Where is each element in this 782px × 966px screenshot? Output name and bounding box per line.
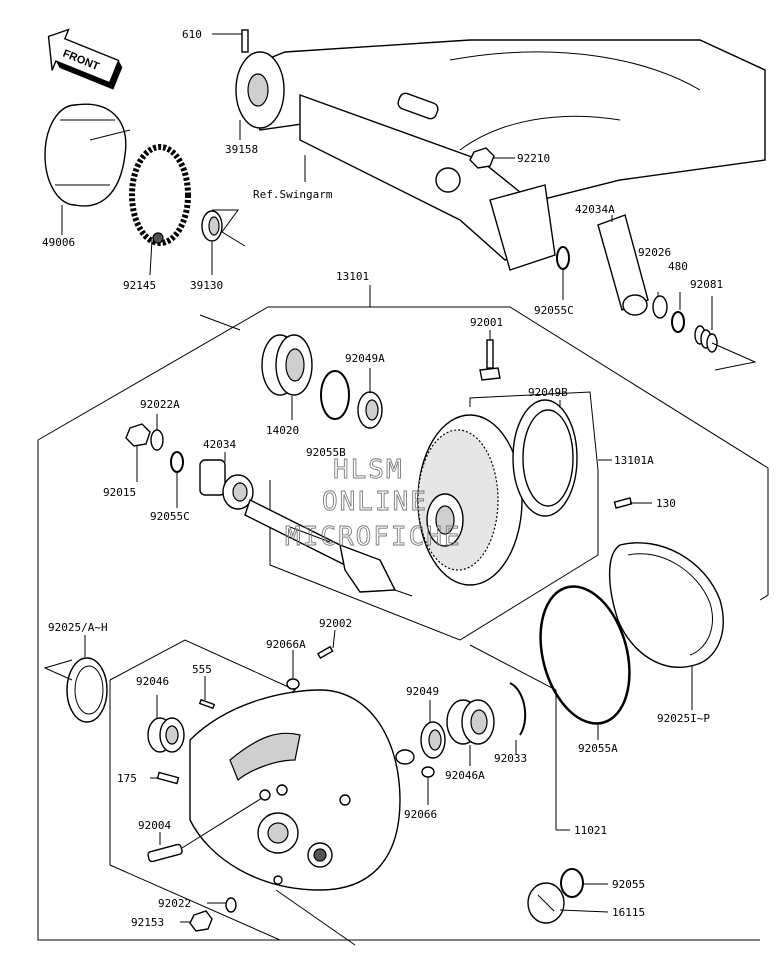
part-ring-gear (417, 414, 523, 586)
leader-lines (239, 120, 612, 946)
part-92049B-seal (512, 399, 578, 517)
part-555-pin (198, 676, 216, 710)
part-92025AH-shim (43, 635, 108, 723)
label-92055B: 92055B (306, 446, 346, 459)
label-92015: 92015 (103, 486, 136, 499)
part-14020-housing (261, 334, 313, 420)
label-92001: 92001 (470, 316, 503, 329)
label-16115: 16115 (612, 906, 645, 919)
watermark: HLSM ONLINE MICROFICHE (285, 455, 462, 553)
part-42034-pinion-bearing (199, 452, 254, 510)
label-92055A: 92055A (578, 742, 618, 755)
part-92022A-washer (150, 414, 164, 451)
label-13101: 13101 (336, 270, 369, 283)
part-labels: Ref.Swingarm 610 39158 92210 49006 92145… (42, 28, 723, 929)
part-92055C-oring-mid (170, 451, 184, 508)
label-39130: 39130 (190, 279, 223, 292)
watermark-line-2: ONLINE (322, 487, 428, 517)
part-92001-bolt (479, 330, 501, 381)
label-555: 555 (192, 663, 212, 676)
label-92055C-mid: 92055C (150, 510, 190, 523)
part-92046A-bearing (446, 699, 495, 766)
part-92055-oring (560, 868, 608, 898)
part-92026-washer (652, 292, 668, 319)
part-175-stud (150, 771, 180, 785)
watermark-line-3: MICROFICHE (285, 522, 462, 552)
part-92055C-oring-top (556, 246, 570, 300)
part-92145-clamp (129, 144, 191, 276)
label-ref-swingarm: Ref.Swingarm (253, 188, 333, 201)
label-92066A: 92066A (266, 638, 306, 651)
part-130-bolt (613, 497, 652, 509)
part-92049A-seal (357, 368, 383, 429)
label-92055: 92055 (612, 878, 645, 891)
part-92066A-plug (286, 650, 300, 690)
label-92033: 92033 (494, 752, 527, 765)
part-pinion-shaft (244, 499, 413, 597)
label-92022A: 92022A (140, 398, 180, 411)
part-92004-stud (147, 797, 263, 863)
part-92049-seal (420, 700, 446, 759)
part-39130-seal (201, 209, 246, 275)
part-92002-stud (316, 629, 336, 660)
label-92049A: 92049A (345, 352, 385, 365)
part-610-pin (212, 29, 249, 53)
label-92002: 92002 (319, 617, 352, 630)
label-42034: 42034 (203, 438, 236, 451)
label-92026: 92026 (638, 246, 671, 259)
part-49006-boot (44, 103, 131, 235)
label-13101A: 13101A (614, 454, 654, 467)
label-92049: 92049 (406, 685, 439, 698)
label-92025IP: 92025I~P (657, 712, 710, 725)
label-480: 480 (668, 260, 688, 273)
label-130: 130 (656, 497, 676, 510)
label-92055C-top: 92055C (534, 304, 574, 317)
label-92046: 92046 (136, 675, 169, 688)
part-16115-cap (527, 882, 609, 924)
label-92066: 92066 (404, 808, 437, 821)
watermark-line-1: HLSM (333, 455, 404, 485)
part-92015-nut (125, 423, 151, 482)
part-42034A-sleeve (597, 214, 649, 316)
part-92066-plug (395, 749, 435, 805)
label-14020: 14020 (266, 424, 299, 437)
swingarm (235, 39, 766, 271)
front-arrow: FRONT (47, 28, 123, 90)
label-610: 610 (182, 28, 202, 41)
label-49006: 49006 (42, 236, 75, 249)
part-92055B-oring (320, 370, 350, 420)
label-39158: 39158 (225, 143, 258, 156)
label-175: 175 (117, 772, 137, 785)
label-92025AH: 92025/A~H (48, 621, 108, 634)
label-92022: 92022 (158, 897, 191, 910)
part-92046-bearing (147, 695, 185, 753)
part-92081-spring (694, 296, 757, 371)
label-92004: 92004 (138, 819, 171, 832)
label-92153: 92153 (131, 916, 164, 929)
part-92210-nut (469, 147, 515, 169)
part-92022-washer (207, 897, 237, 913)
label-92210: 92210 (517, 152, 550, 165)
part-92055A-oring (539, 585, 631, 740)
label-92049B: 92049B (528, 386, 568, 399)
label-92046A: 92046A (445, 769, 485, 782)
assembly-outline-13101 (37, 306, 769, 941)
part-92033-circlip (509, 682, 527, 755)
label-92081: 92081 (690, 278, 723, 291)
label-11021: 11021 (574, 824, 607, 837)
label-92145: 92145 (123, 279, 156, 292)
assembly-outline-13101A (269, 391, 599, 641)
part-92025IP-gasket (608, 542, 724, 710)
part-92153-bolt (180, 910, 213, 932)
label-42034A: 42034A (575, 203, 615, 216)
part-11021-case (189, 689, 401, 891)
part-480-circlip (671, 292, 685, 333)
